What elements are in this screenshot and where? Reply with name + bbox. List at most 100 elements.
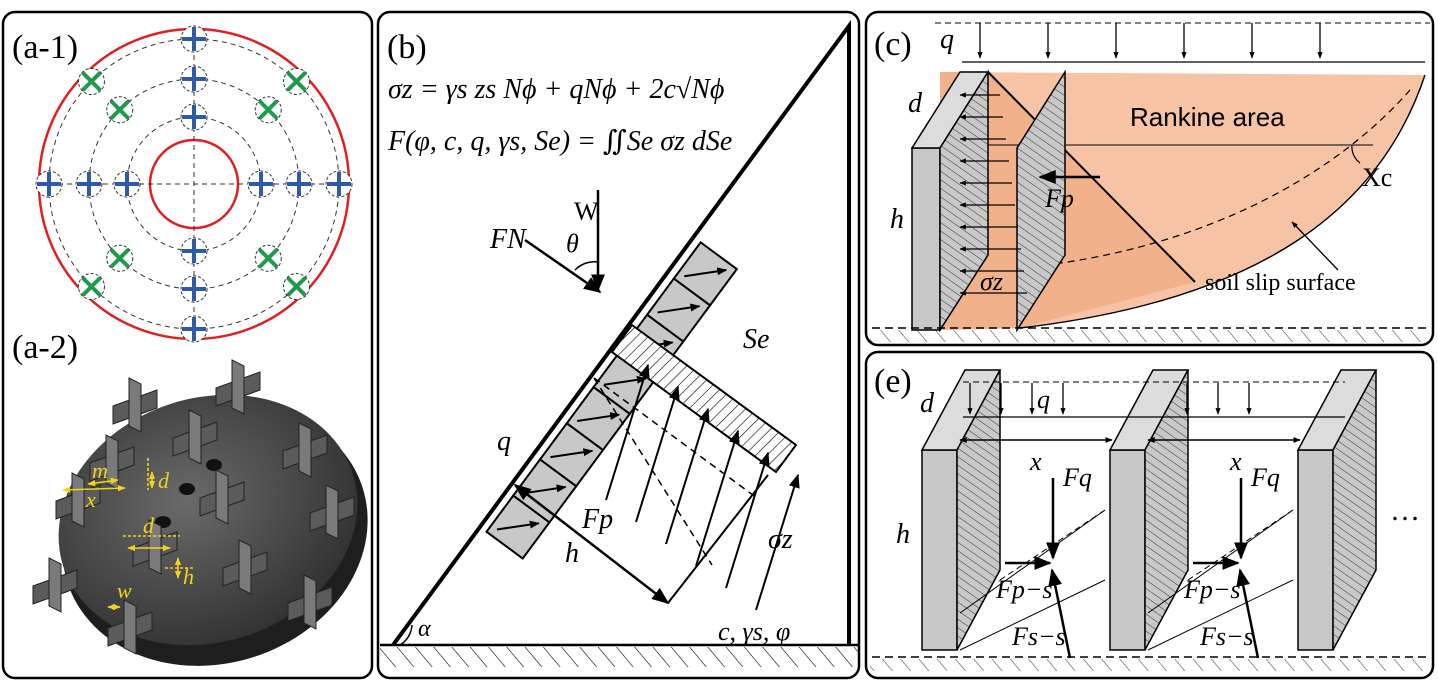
force-arrows-e bbox=[1005, 478, 1260, 659]
ground-hatch bbox=[380, 647, 858, 667]
label-h-e: h bbox=[896, 519, 910, 550]
wall-back-c bbox=[1016, 69, 1066, 333]
label-x-2: x bbox=[1229, 447, 1242, 476]
plus-marker bbox=[180, 103, 208, 131]
cross-marker bbox=[254, 96, 282, 124]
cross-marker bbox=[77, 273, 105, 301]
plus-marker bbox=[113, 170, 141, 198]
label-sigma-z-c: σz bbox=[980, 267, 1003, 296]
label-FN: FN bbox=[489, 224, 527, 255]
label-theta: θ bbox=[566, 229, 579, 258]
sigma-arrows bbox=[959, 92, 1027, 296]
dim-d-upper: d bbox=[158, 468, 170, 493]
fin bbox=[222, 539, 268, 595]
plus-marker bbox=[35, 170, 63, 198]
panel-a2-render: (a-2) m x d d h w bbox=[12, 329, 368, 666]
label-a1: (a-1) bbox=[12, 29, 78, 66]
fin bbox=[199, 469, 245, 525]
q-load-arrows bbox=[977, 23, 1323, 59]
label-q-c: q bbox=[940, 24, 954, 55]
label-x-1: x bbox=[1029, 447, 1042, 476]
fin bbox=[287, 574, 333, 630]
plus-marker bbox=[247, 170, 275, 198]
label-d-e: d bbox=[920, 388, 935, 419]
hatched-plate-se bbox=[610, 323, 798, 474]
cross-marker bbox=[283, 273, 311, 301]
label-sigma-z-b: σz bbox=[768, 524, 793, 555]
label-a2: (a-2) bbox=[12, 329, 78, 366]
label-Fss-2: Fs−s bbox=[1199, 622, 1254, 651]
dimension-h-arrow bbox=[513, 483, 670, 605]
fin bbox=[112, 377, 158, 433]
wall-unit bbox=[1296, 369, 1378, 651]
q-load-arrows-e bbox=[967, 383, 1252, 415]
fin bbox=[309, 484, 355, 540]
label-q-e: q bbox=[1037, 385, 1050, 414]
soil-params: c, γs, φ bbox=[718, 617, 790, 646]
fin bbox=[215, 359, 261, 415]
panel-a1-plan: (a-1) bbox=[12, 25, 353, 343]
label-Se: Se bbox=[743, 324, 769, 355]
panel-c-rankine: (c) q d h Rankine area Xc Fp σz soil sli… bbox=[870, 22, 1430, 342]
label-d-c: d bbox=[908, 88, 923, 119]
angle-alpha: α bbox=[418, 616, 431, 642]
equation-sigma-z: σz = γs zs Nϕ + qNϕ + 2c√Nϕ bbox=[388, 74, 724, 105]
plus-marker bbox=[180, 275, 208, 303]
fin bbox=[107, 599, 153, 655]
plan-markers bbox=[35, 25, 353, 343]
label-h-b: h bbox=[565, 538, 579, 569]
cross-marker bbox=[283, 67, 311, 95]
cross-marker bbox=[254, 244, 282, 272]
label-Fp-b: Fp bbox=[581, 504, 613, 535]
equation-force: F(φ, c, q, γs, Se) = ∬Se σz dSe bbox=[387, 126, 732, 157]
fin bbox=[172, 409, 218, 465]
fin bbox=[282, 422, 328, 478]
dim-h: h bbox=[183, 564, 194, 589]
panel-e-frame bbox=[864, 350, 1435, 680]
plus-marker bbox=[75, 170, 103, 198]
wall-array bbox=[920, 369, 1378, 651]
cross-marker bbox=[106, 244, 134, 272]
cross-marker bbox=[77, 67, 105, 95]
label-slip: soil slip surface bbox=[1205, 270, 1356, 296]
plus-marker bbox=[325, 170, 353, 198]
plus-marker bbox=[180, 315, 208, 343]
wall-unit bbox=[1108, 369, 1190, 651]
label-ellipsis: … bbox=[1390, 494, 1420, 527]
slope-outline bbox=[391, 19, 851, 647]
label-Fq-1: Fq bbox=[1062, 463, 1092, 492]
wall-front-c bbox=[911, 147, 941, 331]
label-Fps-2: Fp−s bbox=[1183, 575, 1241, 604]
label-e: (e) bbox=[874, 363, 912, 400]
dim-d-lower: d bbox=[143, 513, 155, 538]
panel-a-frame bbox=[1, 10, 374, 680]
label-Fps-1: Fp−s bbox=[995, 575, 1053, 604]
label-Xc: Xc bbox=[1362, 163, 1392, 192]
panel-b-frame bbox=[376, 10, 861, 680]
panel-e-array: (e) d q x x h Fq Fq Fp−s Fp−s Fs−s Fs−s … bbox=[870, 363, 1428, 671]
label-Fp-c: Fp bbox=[1044, 184, 1074, 213]
panel-c-frame bbox=[864, 10, 1435, 347]
label-W: W bbox=[574, 197, 599, 226]
label-h-c: h bbox=[890, 204, 904, 235]
plus-marker bbox=[180, 65, 208, 93]
label-c: (c) bbox=[874, 26, 912, 63]
label-b: (b) bbox=[387, 29, 427, 66]
dim-w: w bbox=[117, 578, 132, 603]
plus-marker bbox=[180, 25, 208, 53]
dimension-marks bbox=[62, 458, 195, 611]
normal-force-arrow bbox=[524, 238, 602, 294]
dim-m: m bbox=[92, 458, 108, 483]
label-q-b: q bbox=[497, 426, 511, 457]
label-Fss-1: Fs−s bbox=[1011, 622, 1066, 651]
fp-arrows bbox=[605, 363, 800, 611]
fin bbox=[32, 557, 78, 613]
panel-b-slope: (b) σz = γs zs Nϕ + qNϕ + 2c√Nϕ F(φ, c, … bbox=[380, 19, 858, 667]
label-rankine: Rankine area bbox=[1130, 102, 1285, 132]
plus-marker bbox=[285, 170, 313, 198]
label-Fq-2: Fq bbox=[1250, 463, 1280, 492]
plus-marker bbox=[180, 237, 208, 265]
dim-x: x bbox=[85, 487, 96, 512]
cross-marker bbox=[106, 96, 134, 124]
